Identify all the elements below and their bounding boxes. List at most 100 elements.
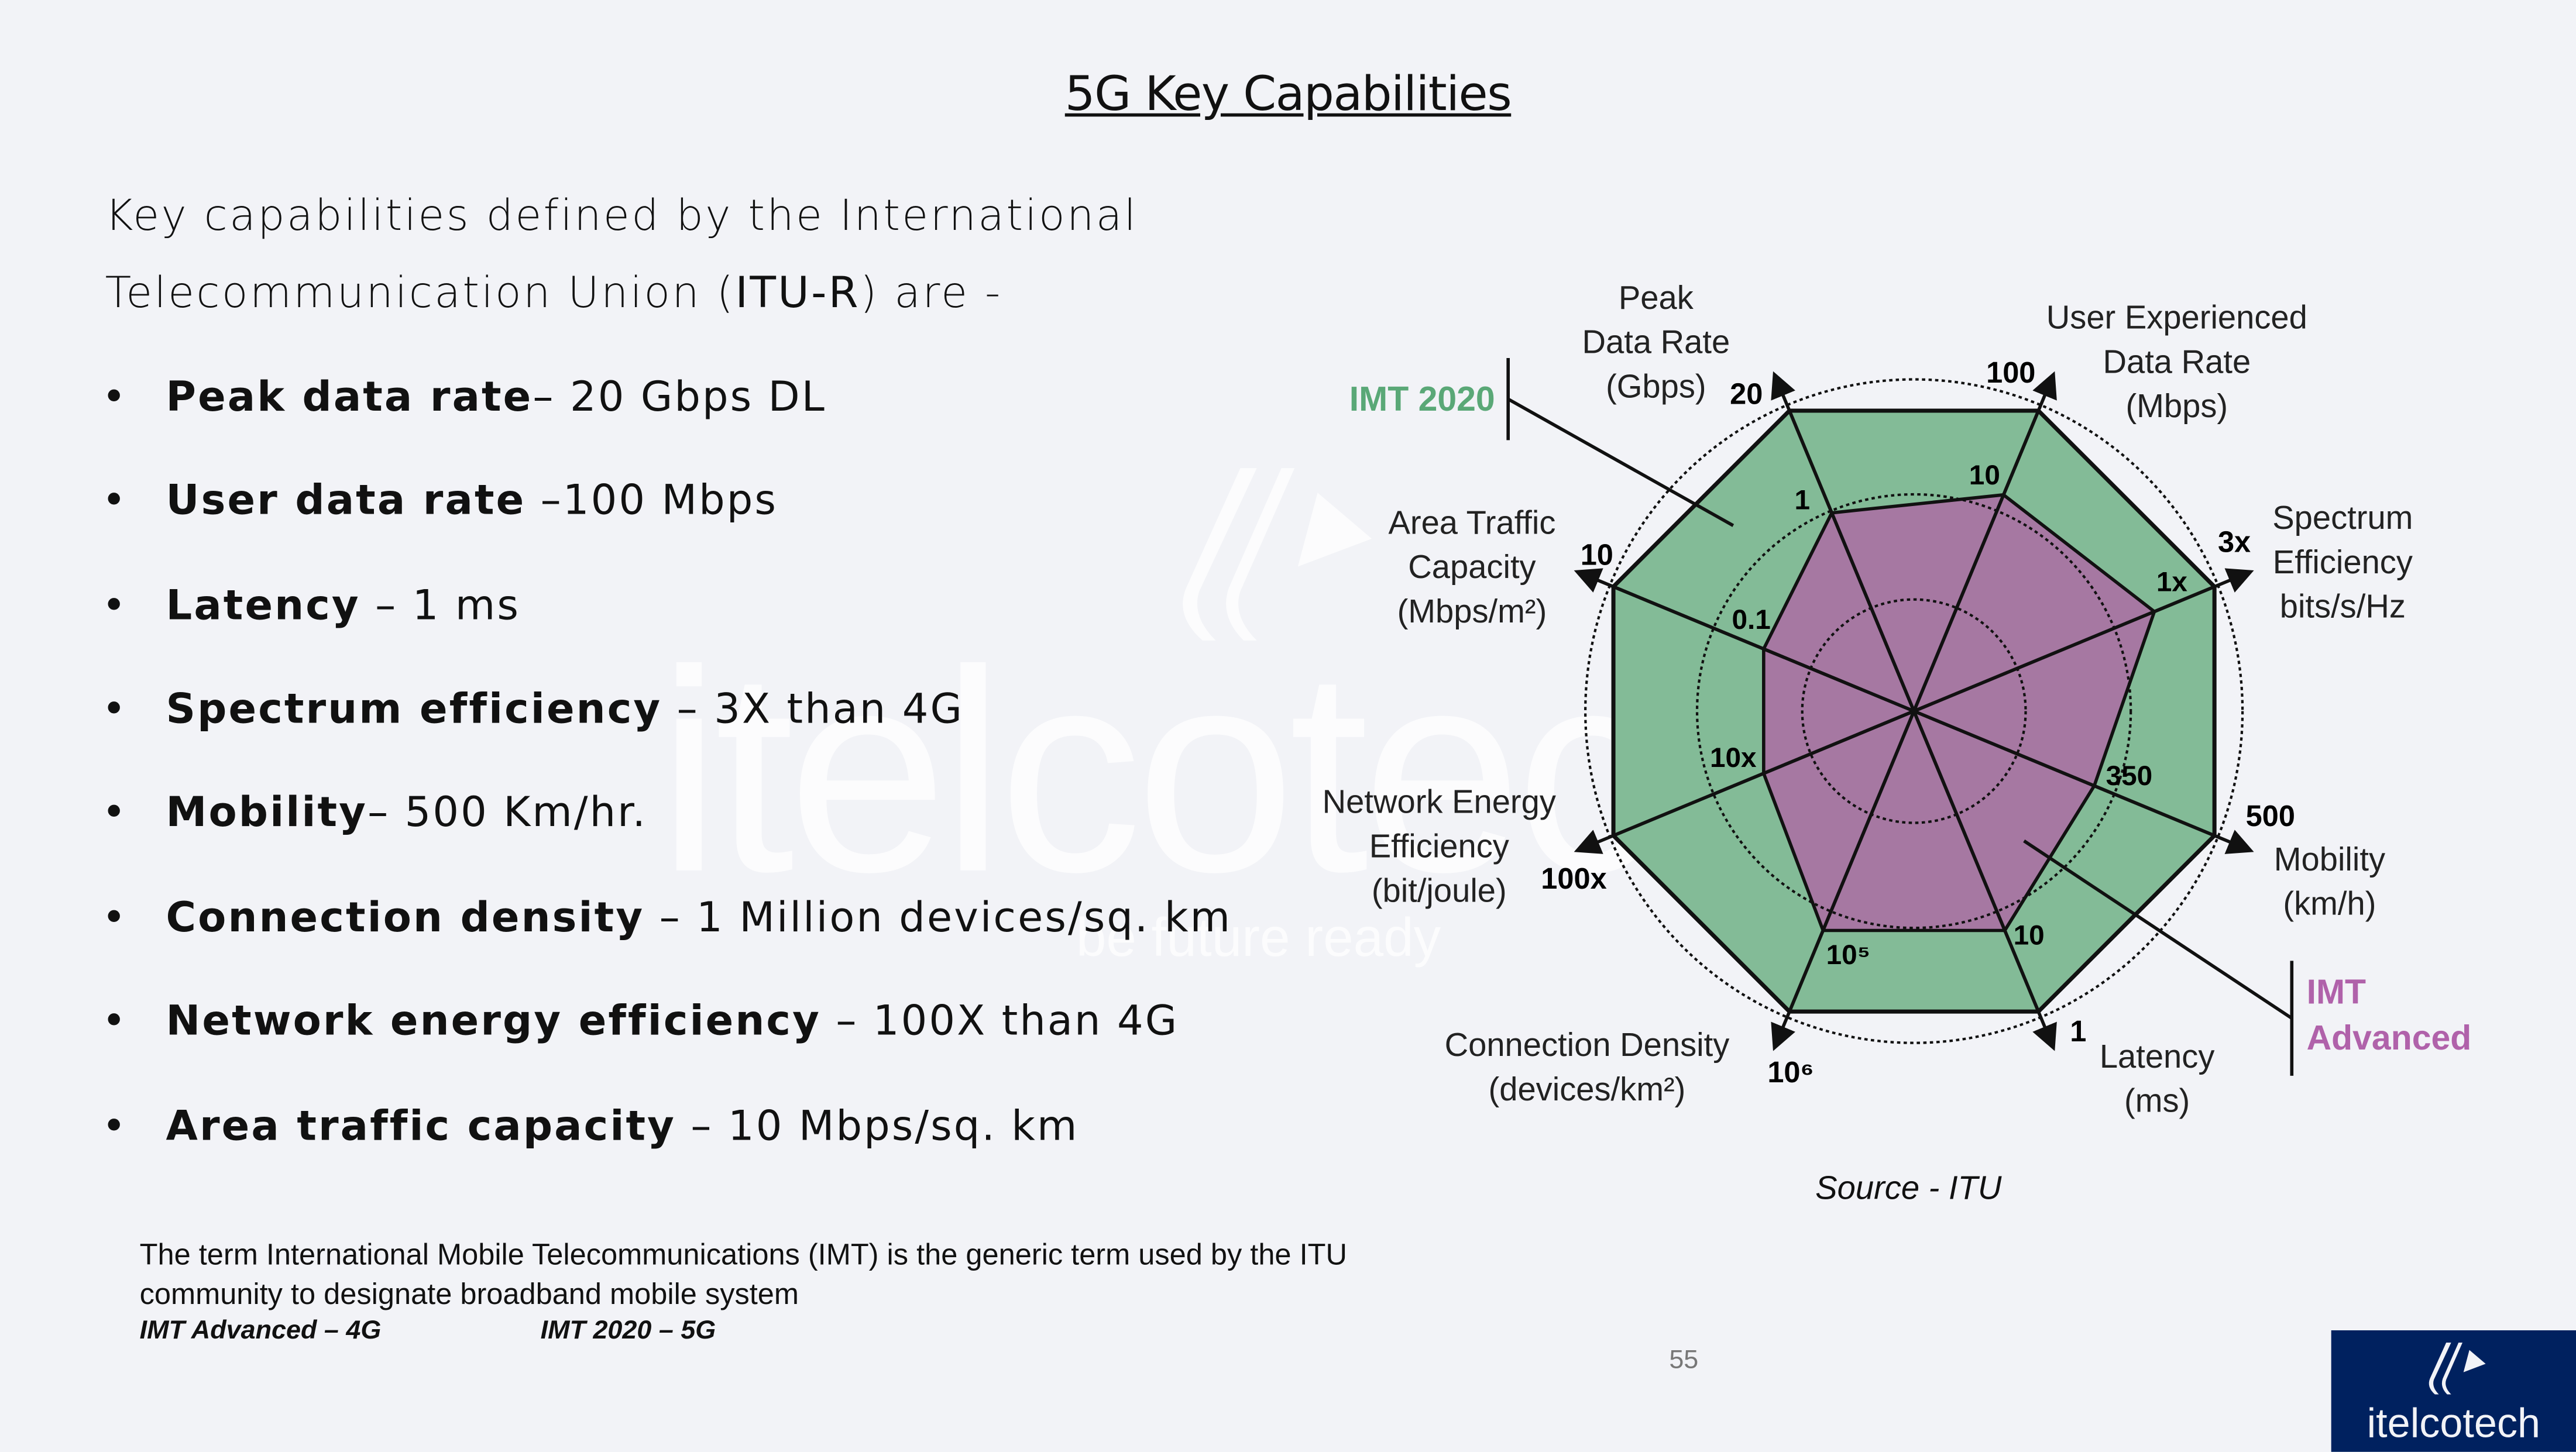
axis-label-line: Efficiency xyxy=(1369,827,1509,864)
capability-name: Connection density xyxy=(166,893,645,941)
list-item: •Connection density – 1 Million devices/… xyxy=(102,893,1232,941)
legend-line: IMT xyxy=(2307,973,2366,1011)
logo-text: itelcotech xyxy=(2367,1401,2541,1447)
capability-value: – 10 Mbps/sq. km xyxy=(675,1102,1079,1150)
axis-label-line: Mobility xyxy=(2274,841,2385,878)
list-item: • Area traffic capacity – 10 Mbps/sq. km xyxy=(102,1102,1079,1150)
capability-name: Spectrum efficiency xyxy=(166,684,662,733)
capability-name: Mobility xyxy=(166,788,368,836)
source-caption: Source - ITU xyxy=(1815,1171,2002,1207)
imt-advanced-value-label: 350 xyxy=(2106,761,2153,792)
axis-label-line: Spectrum xyxy=(2272,499,2413,536)
imt2020-value-label: 100x xyxy=(1541,862,1606,895)
page-title: 5G Key Capabilities xyxy=(1064,66,1512,122)
capability-name: Peak data rate xyxy=(166,373,533,421)
axis-label-line: (bit/joule) xyxy=(1372,872,1507,909)
axis-spoke xyxy=(1788,410,2057,1051)
bullet-icon: • xyxy=(102,1102,128,1150)
imt-advanced-value-label: 10⁵ xyxy=(1826,940,1870,971)
imt2020-value-label: 20 xyxy=(1730,377,1763,411)
dotted-ring xyxy=(1695,493,2132,930)
capability-value: – 3X than 4G xyxy=(662,684,964,733)
capability-value: – 500 Km/hr. xyxy=(367,788,648,836)
intro-text: ) are - xyxy=(860,269,1002,319)
capability-name: User data rate xyxy=(166,476,526,524)
intro-line-2: Telecommunication Union (ITU-R) are - xyxy=(105,269,1002,318)
capability-value: – 20 Gbps DL xyxy=(533,373,826,421)
axis-spoke xyxy=(1574,585,2216,854)
legend-leader-imt2020 xyxy=(1507,397,1734,527)
logo-icon xyxy=(2429,1343,2486,1395)
imt-advanced-value-label: 1 xyxy=(1794,484,1810,515)
imt-advanced-value-label: 10 xyxy=(1969,460,2000,491)
bullet-icon: • xyxy=(102,788,128,836)
itu-r-bold: ITU-R xyxy=(735,269,860,319)
capability-value: – 1 ms xyxy=(360,581,520,629)
axis-label-line: Connection Density xyxy=(1445,1026,1730,1063)
page-number: 55 xyxy=(1669,1347,1699,1375)
axis-label-line: Latency xyxy=(2100,1038,2215,1075)
legend-line: Advanced xyxy=(2307,1019,2472,1057)
footnote-line-2: community to designate broadband mobile … xyxy=(139,1278,799,1311)
footnote-imt-2020: IMT 2020 – 5G xyxy=(540,1317,716,1346)
axis-label-line: Data Rate xyxy=(2103,343,2251,380)
watermark-tagline: be future ready xyxy=(1076,906,1441,968)
bullet-icon: • xyxy=(102,684,128,733)
footnote-imt-advanced: IMT Advanced – 4G xyxy=(139,1317,382,1346)
capability-value: – 1 Million devices/sq. km xyxy=(644,893,1232,941)
capability-value: –100 Mbps xyxy=(525,476,778,524)
imt2020-value-label: 10⁶ xyxy=(1767,1055,1813,1089)
bullet-icon: • xyxy=(102,476,128,524)
watermark-logo-icon xyxy=(1183,468,1372,641)
imt2020-value-label: 1 xyxy=(2070,1014,2086,1048)
imt2020-value-label: 3x xyxy=(2218,525,2251,558)
axis-label: Mobility (km/h) xyxy=(2274,841,2385,922)
bullet-icon: • xyxy=(102,373,128,421)
imt2020-value-label: 10 xyxy=(1581,538,1613,572)
footnote-line-1: The term International Mobile Telecommun… xyxy=(139,1238,1347,1271)
axis-label-line: (Mbps/m²) xyxy=(1397,593,1547,629)
list-item: • User data rate –100 Mbps xyxy=(102,476,778,524)
axis-label-line: Network Energy xyxy=(1323,783,1556,820)
company-logo: itelcotech xyxy=(2331,1330,2576,1452)
dotted-ring xyxy=(1584,378,2244,1044)
capability-name: Network energy efficiency xyxy=(166,997,821,1045)
imt-advanced-value-label: 10x xyxy=(1710,742,1757,773)
axis-label-line: (Gbps) xyxy=(1606,367,1706,404)
axis-label-line: bits/s/Hz xyxy=(2280,588,2406,625)
axis-label-line: (devices/km²) xyxy=(1489,1071,1686,1107)
capability-value: – 100X than 4G xyxy=(820,997,1179,1045)
list-item: • Peak data rate– 20 Gbps DL xyxy=(102,373,826,420)
legend-imt2020: IMT 2020 xyxy=(1349,380,1495,418)
axis-label-line: (km/h) xyxy=(2283,885,2376,922)
list-item: • Network energy efficiency – 100X than 4… xyxy=(102,997,1179,1044)
axis-label-line: Area Traffic xyxy=(1388,504,1555,541)
axis-label-line: (Mbps) xyxy=(2125,387,2228,424)
capability-name: Area traffic capacity xyxy=(166,1102,676,1150)
imt2020-value-label: 100 xyxy=(1986,356,2035,389)
legend-leader-imt-advanced xyxy=(2023,839,2293,1020)
axis-label: Latency (ms) xyxy=(2100,1038,2215,1119)
axis-label-line: (ms) xyxy=(2124,1082,2190,1119)
imt-advanced-value-label: 1x xyxy=(2156,567,2188,598)
axis-label-line: Data Rate xyxy=(1582,324,1730,360)
list-item: •Latency – 1 ms xyxy=(102,582,520,629)
intro-text: Telecommunication Union ( xyxy=(105,269,736,319)
bullet-icon: • xyxy=(102,997,128,1045)
axis-label-line: User Experienced xyxy=(2046,298,2307,335)
imt-advanced-value-label: 10 xyxy=(2014,920,2045,951)
list-item: • Mobility– 500 Km/hr. xyxy=(102,789,647,836)
list-item: • Spectrum efficiency – 3X than 4G xyxy=(102,685,964,732)
imt2020-value-label: 500 xyxy=(2246,799,2295,832)
dotted-ring xyxy=(1801,598,2027,824)
axis-spoke xyxy=(1574,568,2216,837)
axis-label: Connection Density (devices/km²) xyxy=(1445,1026,1730,1107)
legend-imt-advanced: IMT Advanced xyxy=(2307,973,2472,1057)
intro-line-1: Key capabilities defined by the Internat… xyxy=(105,192,1138,242)
